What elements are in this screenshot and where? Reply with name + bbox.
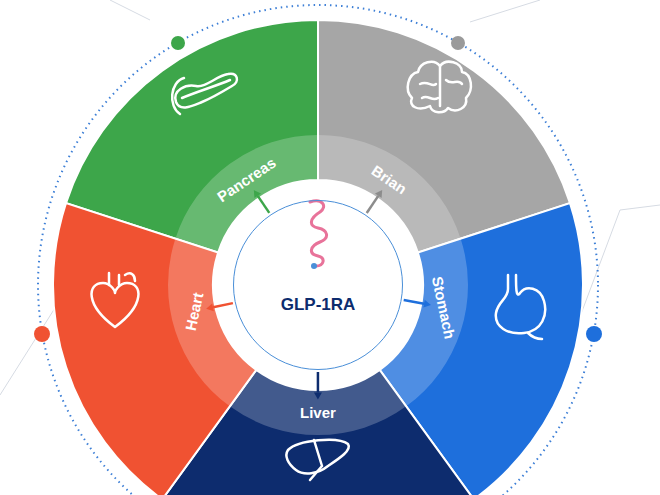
heart-icon (92, 273, 139, 327)
orbit-dot (451, 36, 465, 50)
organ-name: Stomach (428, 274, 458, 340)
orbit-dot (34, 326, 50, 342)
orbit-dot (586, 326, 602, 342)
center-label: GLP-1RA (281, 295, 356, 315)
dotted-orbit (38, 5, 598, 495)
brain-icon (408, 62, 471, 113)
sector-group (53, 20, 583, 495)
orbit-dot (171, 36, 185, 50)
stomach-icon (496, 275, 545, 339)
arrow-connector (314, 372, 322, 400)
organ-name: Pancreas (214, 154, 279, 205)
liver-icon (286, 440, 348, 480)
intestine-icon (310, 201, 327, 269)
pancreas-icon (172, 74, 237, 114)
organ-label: Brian (365, 159, 414, 201)
organ-name: Heart (182, 291, 207, 332)
organ-name: Liver (300, 404, 336, 421)
arrow-connector (206, 303, 233, 311)
organ-label: Heart (180, 287, 208, 336)
organ-label: Liver (296, 403, 340, 422)
organ-label: Stomach (427, 270, 460, 344)
center-disc (213, 180, 423, 390)
organ-name: Brian (369, 162, 410, 198)
arrow-connector (254, 190, 269, 213)
organ-label: Pancreas (211, 151, 284, 209)
arrow-connector (367, 190, 382, 213)
center-circle: GLP-1RA (233, 200, 403, 370)
arrow-connector (404, 300, 431, 308)
